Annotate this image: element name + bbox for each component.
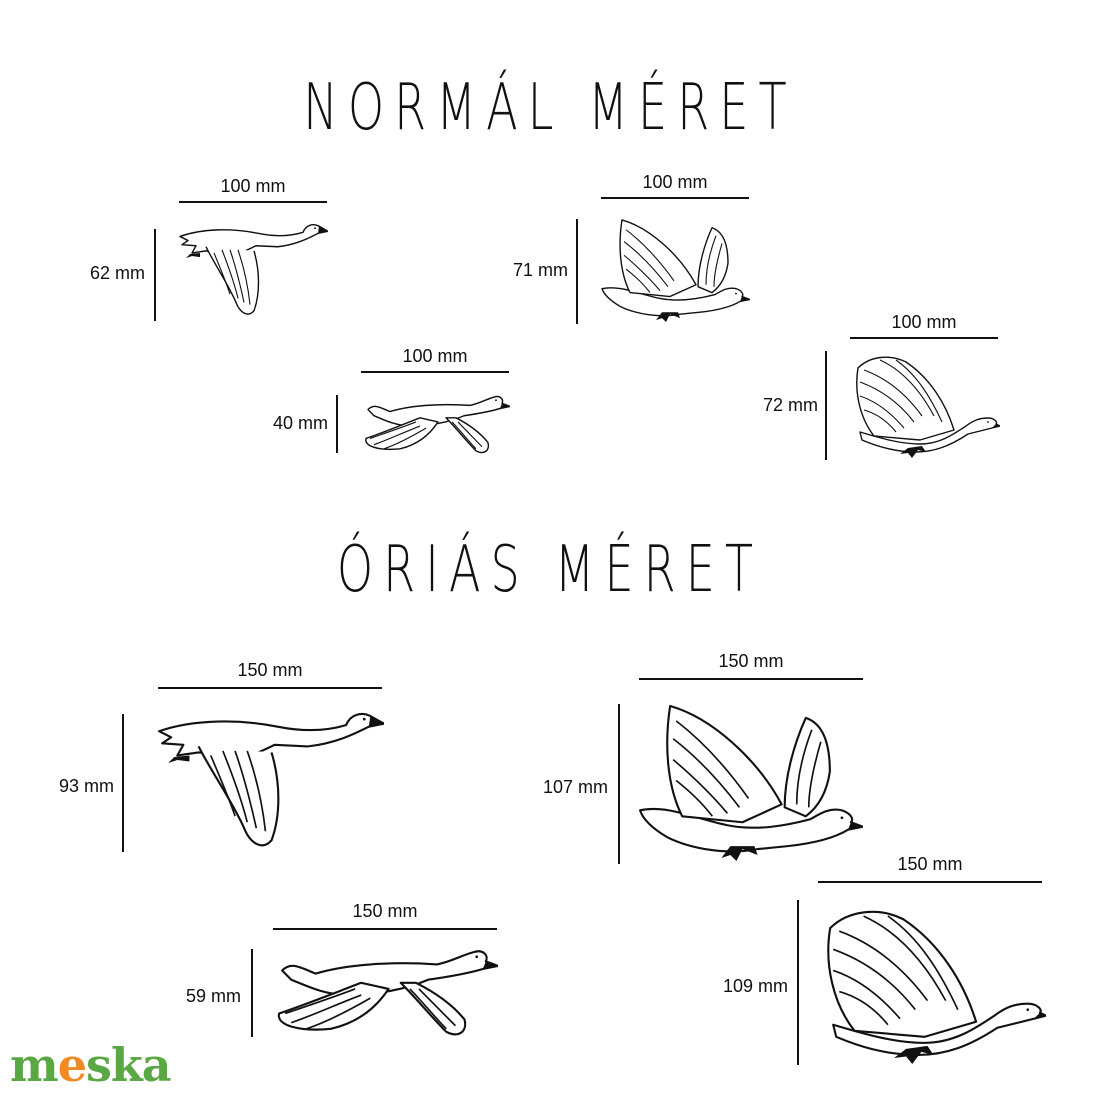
- normal-goose-2-height-line: [576, 219, 578, 324]
- normal-goose-3-width: 100 mm: [402, 346, 468, 366]
- normal-goose-1-width-line: [179, 201, 327, 203]
- goose-takeoff-icon: [818, 898, 1046, 1064]
- giant-goose-3-width-line: [273, 928, 497, 930]
- logo-letter-e: e: [57, 1038, 87, 1092]
- normal-goose-1-height: 62 mm: [89, 263, 145, 283]
- giant-goose-2-width-line: [639, 678, 863, 680]
- goose-takeoff-icon: [850, 348, 1000, 458]
- normal-goose-1-width: 100 mm: [220, 176, 286, 196]
- giant-goose-1-height-line: [122, 714, 124, 852]
- goose-wings-down-icon: [156, 710, 384, 854]
- giant-goose-4-height: 109 mm: [722, 976, 788, 996]
- giant-goose-4-height-line: [797, 900, 799, 1065]
- giant-goose-4-width-line: [818, 881, 1042, 883]
- normal-goose-2-width-line: [601, 197, 749, 199]
- giant-goose-4-width: 150 mm: [897, 854, 963, 874]
- giant-goose-3-height: 59 mm: [185, 986, 241, 1006]
- giant-goose-1-width-line: [158, 687, 382, 689]
- giant-goose-3-height-line: [251, 949, 253, 1037]
- goose-wings-up-icon: [637, 700, 863, 864]
- meska-logo: meska: [10, 1042, 172, 1088]
- normal-goose-2-height: 71 mm: [512, 260, 568, 280]
- normal-goose-3-height-line: [336, 395, 338, 453]
- giant-goose-2-height: 107 mm: [542, 777, 608, 797]
- normal-goose-2-width: 100 mm: [642, 172, 708, 192]
- giant-goose-2-height-line: [618, 704, 620, 864]
- normal-goose-4-width: 100 mm: [891, 312, 957, 332]
- normal-goose-3-height: 40 mm: [272, 413, 328, 433]
- logo-letters-ska: ska: [85, 1038, 172, 1092]
- goose-wings-up-icon: [600, 216, 750, 324]
- logo-letter-m: m: [10, 1038, 59, 1092]
- goose-gliding-icon: [360, 393, 510, 455]
- normal-goose-4-height: 72 mm: [762, 395, 818, 415]
- heading-giant-size: ÓRIÁS MÉRET: [336, 533, 764, 607]
- normal-goose-1-height-line: [154, 229, 156, 321]
- giant-goose-1-height: 93 mm: [58, 776, 114, 796]
- giant-goose-3-width: 150 mm: [352, 901, 418, 921]
- goose-wings-down-icon: [178, 222, 328, 320]
- giant-goose-2-width: 150 mm: [718, 651, 784, 671]
- normal-goose-4-width-line: [850, 337, 998, 339]
- giant-goose-1-width: 150 mm: [237, 660, 303, 680]
- goose-gliding-icon: [270, 946, 498, 1038]
- normal-goose-3-width-line: [361, 371, 509, 373]
- normal-goose-4-height-line: [825, 351, 827, 460]
- heading-normal-size: NORMÁL MÉRET: [303, 71, 797, 145]
